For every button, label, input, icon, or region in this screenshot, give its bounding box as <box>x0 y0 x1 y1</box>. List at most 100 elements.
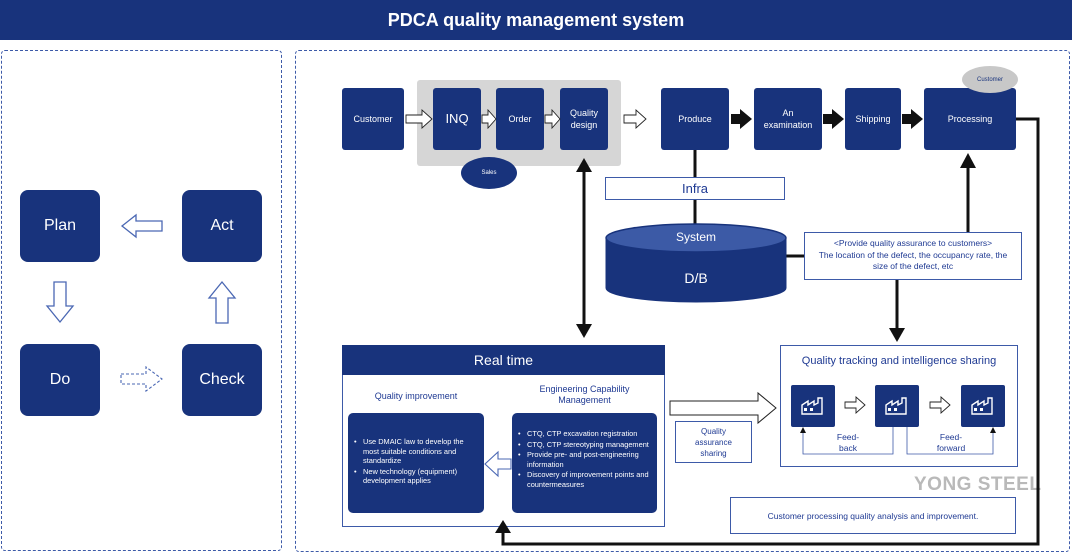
check-to-act-arrow <box>207 280 237 324</box>
design-up-arrowhead <box>576 158 592 172</box>
ecm-title-1: Engineering Capability <box>539 384 630 394</box>
feedback-arrowhead <box>800 427 806 433</box>
realtime-header: Real time <box>342 345 665 375</box>
feedback-line-2: back <box>839 443 857 453</box>
act-to-plan-arrow <box>120 213 163 239</box>
ecm-to-qi-arrow <box>484 450 512 478</box>
database-label-system: System <box>675 230 716 244</box>
check-label: Check <box>199 371 245 388</box>
feedforward-line-1: Feed- <box>939 432 963 442</box>
tracking-arrowhead <box>889 328 905 342</box>
quality-design-label-2: design <box>570 120 598 130</box>
ecm-item-3: Provide pre- and post-engineering inform… <box>518 450 652 469</box>
customer-to-inq-arrow <box>405 108 433 130</box>
qi-item-1: Use DMAIC law to develop the most suitab… <box>354 437 478 466</box>
feedforward-label: Feed- forward <box>926 432 976 454</box>
processing-arrowhead <box>960 153 976 168</box>
tracking-title: Quality tracking and intelligence sharin… <box>801 355 997 367</box>
order-box: Order <box>496 88 544 150</box>
plan-label: Plan <box>43 217 77 234</box>
feedforward-line <box>906 427 994 455</box>
check-box: Check <box>182 344 262 416</box>
assurance-line-1: <Provide quality assurance to customers> <box>833 238 993 248</box>
infra-label: Infra <box>681 181 708 196</box>
page-title: PDCA quality management system <box>0 0 1072 40</box>
ecm-item-2: CTQ, CTP stereotyping management <box>518 440 652 450</box>
quality-assurance-box: <Provide quality assurance to customers>… <box>804 232 1022 280</box>
do-to-check-arrow <box>120 365 163 393</box>
do-label: Do <box>49 371 71 388</box>
quality-improvement-title: Quality improvement <box>374 391 458 401</box>
watermark: YONG STEEL <box>914 474 1042 495</box>
inq-label: INQ <box>445 111 469 126</box>
processing-loop-line <box>501 117 1040 546</box>
design-to-produce-arrow <box>623 108 647 130</box>
customer-oval: Customer <box>962 66 1018 93</box>
feedforward-arrowhead <box>990 427 996 433</box>
quality-assurance-sharing-box: Quality assurance sharing <box>675 421 752 463</box>
loop-arrowhead <box>495 520 511 533</box>
customer-label: Customer <box>353 114 393 124</box>
realtime-to-tracking-arrow <box>669 391 777 425</box>
quality-design-label-1: Quality <box>569 108 598 118</box>
shipping-box: Shipping <box>845 88 901 150</box>
assurance-line-3: size of the defect, etc <box>872 261 954 271</box>
factory-box-1 <box>791 385 835 427</box>
shipping-to-processing-arrow <box>902 109 923 129</box>
act-label: Act <box>210 217 234 234</box>
qi-item-2: New technology (equipment) development a… <box>354 467 478 486</box>
produce-label: Produce <box>678 114 712 124</box>
quality-design-box: Quality design <box>560 88 608 150</box>
feedback-line <box>802 427 894 455</box>
examination-box: An examination <box>754 88 822 150</box>
factory-icon <box>801 397 823 415</box>
produce-to-exam-arrow <box>731 109 752 129</box>
sales-label: Sales <box>481 170 497 176</box>
exam-to-shipping-arrow <box>823 109 844 129</box>
ecm-title: Engineering Capability Management <box>512 384 657 406</box>
process-panel <box>295 50 1070 552</box>
ecm-item-1: CTQ, CTP excavation registration <box>518 429 652 439</box>
produce-box: Produce <box>661 88 729 150</box>
customer-box: Customer <box>342 88 404 150</box>
factory-box-2 <box>875 385 919 427</box>
realtime-header-label: Real time <box>473 352 534 368</box>
feedforward-line-2: forward <box>936 443 966 453</box>
shipping-label: Shipping <box>855 114 891 124</box>
ecm-item-4: Discovery of improvement points and coun… <box>518 470 652 489</box>
pdca-cycle-panel <box>1 50 282 551</box>
act-box: Act <box>182 190 262 262</box>
realtime-down-arrowhead <box>576 324 592 338</box>
feedback-line-1: Feed- <box>836 432 860 442</box>
database-cylinder <box>605 223 787 303</box>
factory-box-3 <box>961 385 1005 427</box>
do-box: Do <box>20 344 100 416</box>
factory-icon <box>971 397 993 415</box>
ecm-title-2: Management <box>558 395 611 405</box>
processing-box: Processing <box>924 88 1016 150</box>
factory2-to-3-arrow <box>929 395 951 415</box>
customer-oval-label: Customer <box>976 76 1003 83</box>
quality-improvement-box: Use DMAIC law to develop the most suitab… <box>348 413 484 513</box>
examination-label-1: An <box>782 108 794 118</box>
order-label: Order <box>508 114 532 124</box>
processing-label: Processing <box>947 114 993 124</box>
plan-to-do-arrow <box>45 281 75 324</box>
ecm-box: CTQ, CTP excavation registration CTQ, CT… <box>512 413 657 513</box>
infra-box: Infra <box>605 177 785 200</box>
factory-icon <box>885 397 907 415</box>
factory1-to-2-arrow <box>844 395 866 415</box>
order-to-design-arrow <box>544 108 561 130</box>
analysis-box: Customer processing quality analysis and… <box>730 497 1016 534</box>
inq-to-order-arrow <box>481 108 497 130</box>
analysis-label: Customer processing quality analysis and… <box>767 511 979 521</box>
examination-label-2: examination <box>763 120 813 130</box>
plan-box: Plan <box>20 190 100 262</box>
assurance-line-2: The location of the defect, the occupanc… <box>818 249 1008 260</box>
sales-oval: Sales <box>461 157 517 189</box>
sharing-line-1: Quality <box>701 427 726 436</box>
sharing-line-3: sharing <box>700 449 727 458</box>
inq-box: INQ <box>433 88 481 150</box>
sharing-line-2: assurance <box>695 438 732 447</box>
